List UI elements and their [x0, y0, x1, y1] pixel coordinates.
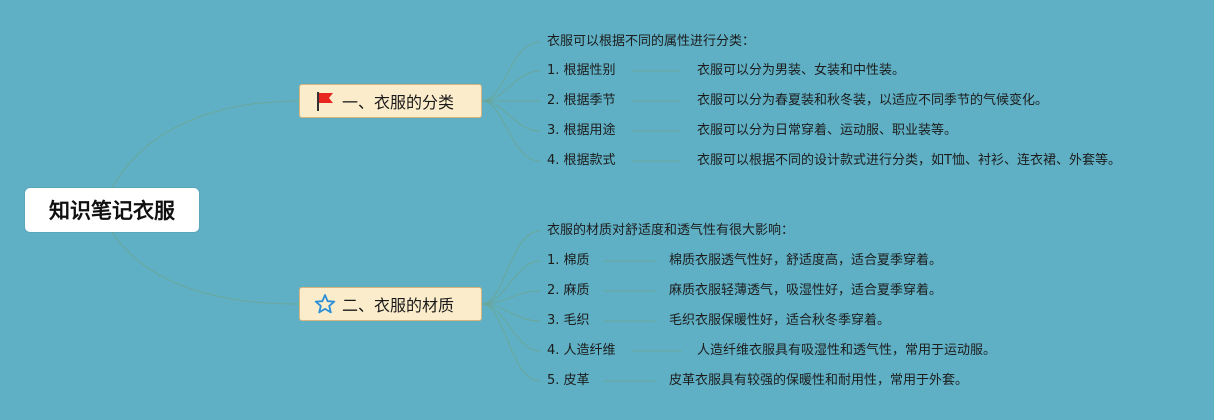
- material-item-label[interactable]: 4. 人造纤维: [547, 343, 616, 358]
- material-item-label[interactable]: 3. 毛织: [547, 313, 590, 328]
- material-item-detail: 人造纤维衣服具有吸湿性和透气性，常用于运动服。: [697, 343, 997, 358]
- classification-item-label[interactable]: 3. 根据用途: [547, 123, 616, 138]
- branch-classification-label: 一、衣服的分类: [342, 93, 455, 112]
- material-item-detail: 麻质衣服轻薄透气，吸湿性好，适合夏季穿着。: [669, 283, 943, 298]
- branch-material-label: 二、衣服的材质: [342, 296, 455, 315]
- connector-b2-item2: [481, 290, 541, 305]
- branch-material[interactable]: 二、衣服的材质: [299, 287, 482, 321]
- material-item-label[interactable]: 5. 皮革: [547, 373, 590, 388]
- connector-root-branch2: [111, 231, 300, 305]
- connector-b2-item3: [481, 303, 541, 322]
- connector-b1-item1: [481, 70, 541, 102]
- classification-item-detail: 衣服可以分为日常穿着、运动服、职业装等。: [697, 123, 958, 138]
- material-item-detail: 棉质衣服透气性好，舒适度高，适合夏季穿着。: [669, 253, 943, 268]
- material-item-label[interactable]: 2. 麻质: [547, 283, 590, 298]
- connector-b2-item4: [481, 303, 541, 352]
- red-flag-icon: [314, 90, 336, 112]
- classification-item-label[interactable]: 1. 根据性别: [547, 63, 616, 78]
- root-topic[interactable]: 知识笔记衣服: [25, 188, 199, 232]
- material-item-detail: 皮革衣服具有较强的保暖性和耐用性，常用于外套。: [669, 373, 969, 388]
- root-topic-label: 知识笔记衣服: [49, 199, 175, 223]
- connector-root-branch1: [111, 100, 300, 189]
- connector-b2-intro: [481, 230, 541, 305]
- branch-classification[interactable]: 一、衣服的分类: [299, 84, 482, 118]
- blue-star-icon: [314, 293, 336, 315]
- connector-b1-intro: [481, 41, 541, 102]
- connector-b2-item1: [481, 260, 541, 305]
- classification-intro: 衣服可以根据不同的属性进行分类：: [547, 34, 756, 49]
- classification-item-label[interactable]: 2. 根据季节: [547, 93, 616, 108]
- classification-item-detail: 衣服可以分为春夏装和秋冬装，以适应不同季节的气候变化。: [697, 93, 1049, 108]
- material-item-detail: 毛织衣服保暖性好，适合秋冬季穿着。: [669, 313, 891, 328]
- classification-item-detail: 衣服可以分为男装、女装和中性装。: [697, 63, 906, 78]
- connector-b1-item3: [481, 100, 541, 132]
- material-item-label[interactable]: 1. 棉质: [547, 253, 590, 268]
- connector-b2-item5: [481, 303, 541, 382]
- classification-item-detail: 衣服可以根据不同的设计款式进行分类，如T恤、衬衫、连衣裙、外套等。: [697, 153, 1121, 168]
- classification-item-label[interactable]: 4. 根据款式: [547, 153, 616, 168]
- material-intro: 衣服的材质对舒适度和透气性有很大影响：: [547, 223, 795, 238]
- connector-b1-item4: [481, 100, 541, 162]
